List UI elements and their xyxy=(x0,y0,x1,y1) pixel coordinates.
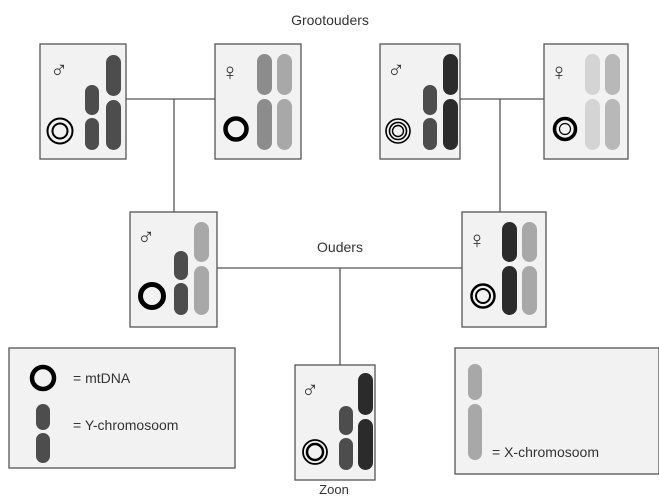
male-symbol: ♂ xyxy=(301,377,319,404)
mtdna-ring-icon xyxy=(385,118,411,144)
mtdna-ring-icon xyxy=(138,282,166,310)
mtdna-ring-icon xyxy=(302,439,328,465)
x-chromosome-icon xyxy=(502,222,517,315)
mtdna-ring-icon xyxy=(223,116,249,142)
legend-box xyxy=(454,347,659,475)
grandparents-heading: Grootouders xyxy=(291,12,369,28)
legend-x: = X-chromosoom xyxy=(454,347,659,475)
male-symbol: ♂ xyxy=(50,57,68,84)
x-chromosome-icon xyxy=(277,54,292,150)
pedigree-lines xyxy=(126,98,544,365)
legend-mtdna-y: = mtDNA = Y-chromosoom xyxy=(8,347,236,469)
mtdna-ring-icon xyxy=(46,117,74,145)
mtdna-ring-icon xyxy=(552,116,578,142)
son-heading: Zoon xyxy=(319,482,349,497)
x-chromosome-icon xyxy=(468,364,482,460)
x-chromosome-icon xyxy=(194,222,209,315)
person-grandfather-paternal: ♂ xyxy=(39,43,127,160)
person-son: ♂ xyxy=(294,364,376,481)
legend-x-chromosome-label: = X-chromosoom xyxy=(492,444,599,460)
x-chromosome-icon xyxy=(257,54,272,150)
person-grandmother-maternal: ♀ xyxy=(543,43,629,160)
female-symbol: ♀ xyxy=(550,59,568,86)
female-symbol: ♀ xyxy=(468,227,486,254)
x-chromosome-icon xyxy=(443,54,458,150)
legend-y-chromosome-label: = Y-chromosoom xyxy=(73,417,178,433)
person-mother: ♀ xyxy=(461,211,547,328)
mtdna-ring-icon xyxy=(470,283,496,309)
x-chromosome-icon xyxy=(605,54,620,150)
x-chromosome-icon xyxy=(522,222,537,315)
legend-mtdna-label: = mtDNA xyxy=(73,370,131,386)
parents-heading: Ouders xyxy=(317,239,363,255)
y-chromosome-icon xyxy=(36,404,50,463)
male-symbol: ♂ xyxy=(387,57,405,84)
person-grandfather-maternal: ♂ xyxy=(379,43,461,160)
person-grandmother-paternal: ♀ xyxy=(214,43,302,160)
y-chromosome-icon xyxy=(423,85,437,150)
female-symbol: ♀ xyxy=(221,59,239,86)
y-chromosome-icon xyxy=(174,251,188,315)
x-chromosome-icon xyxy=(106,55,121,150)
y-chromosome-icon xyxy=(339,406,353,470)
y-chromosome-icon xyxy=(85,85,99,150)
male-symbol: ♂ xyxy=(137,224,155,251)
x-chromosome-icon xyxy=(585,54,600,150)
person-father: ♂ xyxy=(129,211,218,328)
x-chromosome-icon xyxy=(358,373,373,470)
mtdna-ring-icon xyxy=(29,364,57,392)
